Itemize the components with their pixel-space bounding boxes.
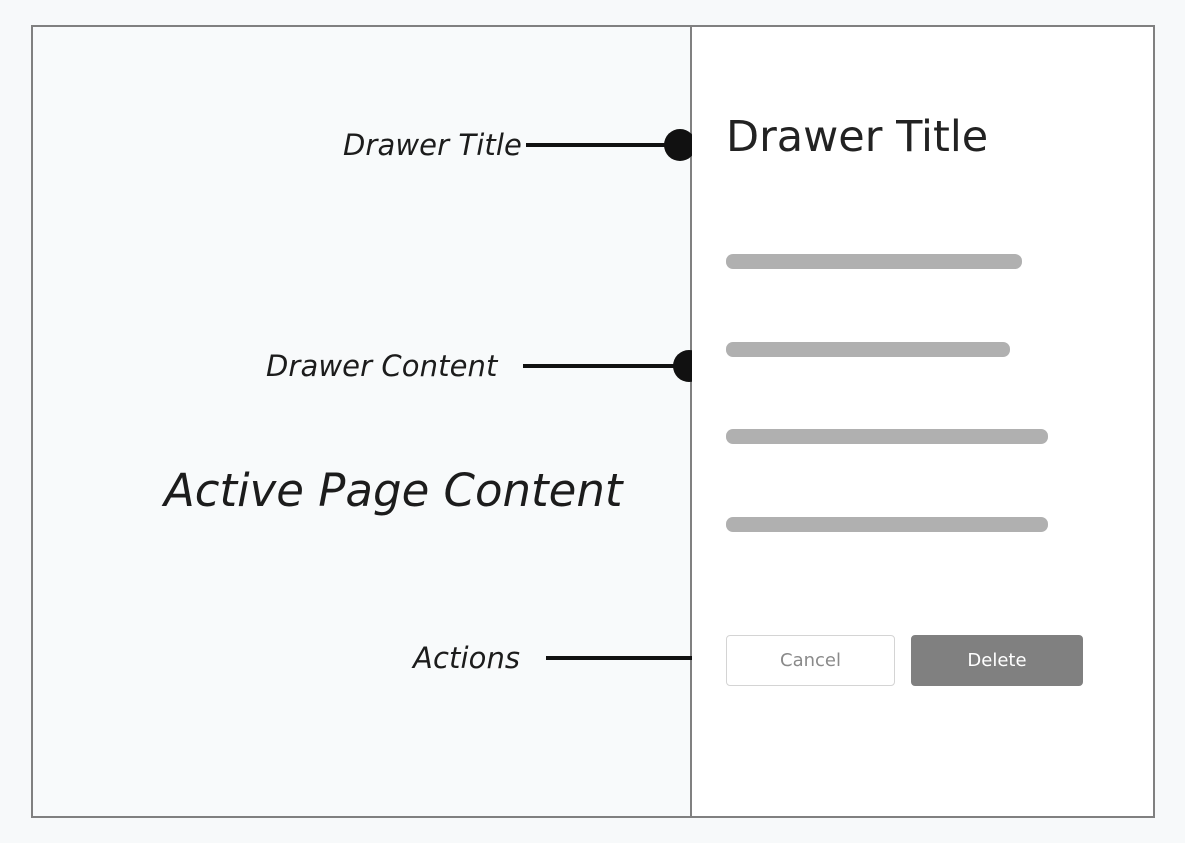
active-page-panel: Drawer Title Drawer Content Actions Acti… bbox=[33, 27, 732, 816]
callout-leader-line bbox=[523, 364, 676, 368]
drawer-content-placeholder-bar bbox=[726, 254, 1022, 269]
callout-label-actions: Actions bbox=[413, 640, 521, 675]
drawer-title: Drawer Title bbox=[726, 112, 989, 162]
callout-dot bbox=[663, 129, 696, 161]
callout-leader-line bbox=[546, 656, 702, 660]
active-page-content-label: Active Page Content bbox=[164, 464, 623, 517]
callout-actions: Actions bbox=[413, 640, 732, 676]
callout-drawer-title: Drawer Title bbox=[343, 127, 696, 163]
callout-label-drawer-content: Drawer Content bbox=[266, 348, 498, 383]
drawer-actions-row: Cancel Delete bbox=[726, 635, 1083, 686]
delete-button[interactable]: Delete bbox=[911, 635, 1083, 686]
drawer-content-placeholder-bar bbox=[726, 342, 1010, 357]
callout-drawer-content: Drawer Content bbox=[266, 348, 706, 384]
drawer-edge-divider bbox=[690, 27, 692, 816]
cancel-button[interactable]: Cancel bbox=[726, 635, 895, 686]
drawer-content-placeholder-bar bbox=[726, 517, 1048, 532]
drawer-panel: Drawer Title Cancel Delete bbox=[692, 27, 1153, 816]
drawer-content-placeholder-bar bbox=[726, 429, 1048, 444]
callout-label-drawer-title: Drawer Title bbox=[343, 127, 522, 162]
wireframe-frame: Drawer Title Drawer Content Actions Acti… bbox=[31, 25, 1155, 818]
callout-leader-line bbox=[525, 143, 666, 147]
